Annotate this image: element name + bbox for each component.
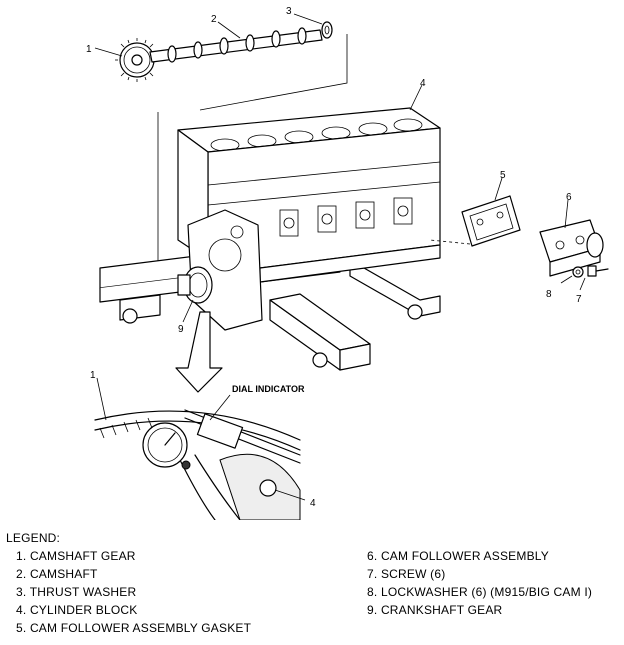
leader-lines xyxy=(94,13,586,501)
callout-4: 4 xyxy=(420,78,426,89)
callout-6: 6 xyxy=(566,192,572,203)
legend-item-2: 2. CAMSHAFT xyxy=(16,567,98,581)
cylinder-block xyxy=(177,107,441,331)
cam-follower-gasket xyxy=(461,195,521,247)
callout-3: 3 xyxy=(286,6,292,17)
camshaft xyxy=(149,27,323,63)
legend-item-7: 7. SCREW (6) xyxy=(367,567,446,581)
callout-7: 7 xyxy=(576,294,582,305)
callout-9: 9 xyxy=(178,324,184,335)
lockwasher xyxy=(572,266,584,278)
screw xyxy=(587,265,609,277)
crankshaft-gear xyxy=(177,266,213,304)
cam-follower-assembly xyxy=(539,219,604,277)
legend-item-3: 3. THRUST WASHER xyxy=(16,585,137,599)
callout-2: 2 xyxy=(211,14,217,25)
legend-item-4: 4. CYLINDER BLOCK xyxy=(16,603,138,617)
callout-1-detail: 1 xyxy=(90,370,96,381)
legend-title: LEGEND: xyxy=(6,531,61,545)
detail-view xyxy=(94,409,301,520)
legend-item-1: 1. CAMSHAFT GEAR xyxy=(16,549,136,563)
legend-item-5: 5. CAM FOLLOWER ASSEMBLY GASKET xyxy=(16,621,252,635)
callout-8: 8 xyxy=(546,289,552,300)
legend-item-9: 9. CRANKSHAFT GEAR xyxy=(367,603,503,617)
legend-item-6: 6. CAM FOLLOWER ASSEMBLY xyxy=(367,549,549,563)
exploded-engine-diagram: 1 2 3 4 5 6 7 8 9 1 4 DIAL INDICATOR xyxy=(86,6,609,520)
dial-indicator-label: DIAL INDICATOR xyxy=(232,384,305,394)
callout-4-detail: 4 xyxy=(310,498,316,509)
thrust-washer xyxy=(321,21,333,39)
detail-arrow xyxy=(175,311,223,393)
alignment-line-camshaft xyxy=(199,34,348,111)
legend-item-8: 8. LOCKWASHER (6) (M915/BIG CAM I) xyxy=(367,585,593,599)
callout-1: 1 xyxy=(86,44,92,55)
callout-5: 5 xyxy=(500,170,506,181)
